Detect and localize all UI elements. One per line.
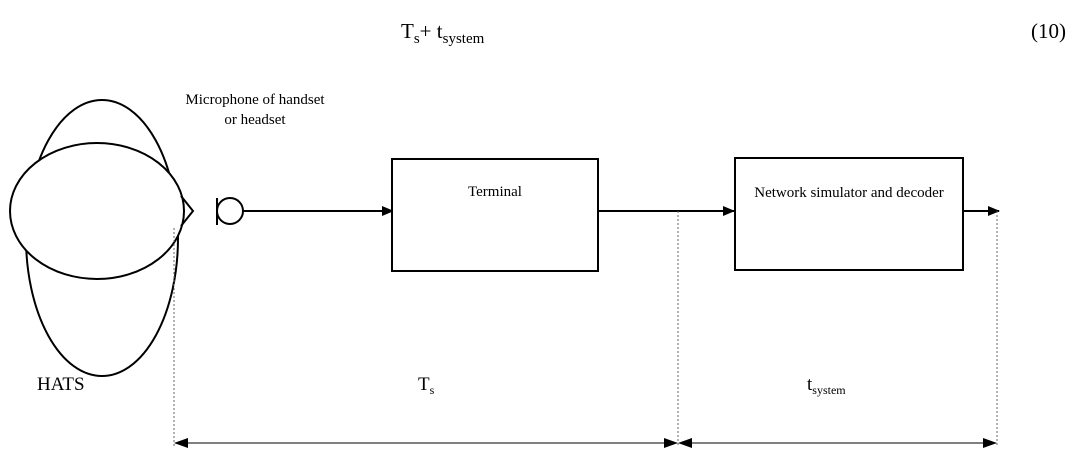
hats-label: HATS bbox=[37, 374, 85, 395]
tsystem-label-subscript: system bbox=[812, 383, 846, 397]
equation-ts-subscript: s bbox=[413, 31, 420, 47]
equation-number: (10) bbox=[1031, 19, 1066, 43]
ts-label-main: T bbox=[418, 374, 430, 395]
microphone-icon bbox=[216, 197, 244, 225]
tsystem-label-main: t bbox=[807, 374, 813, 395]
tsystem-label: tsystem bbox=[807, 374, 846, 398]
network-simulator-box bbox=[734, 157, 964, 271]
network-simulator-label: Network simulator and decoder bbox=[754, 185, 944, 201]
hats-head-icon bbox=[9, 99, 195, 377]
terminal-box bbox=[391, 158, 599, 272]
equation-plus-t: + t bbox=[419, 19, 443, 43]
equation-ts: T bbox=[401, 19, 414, 43]
equation-system-subscript: system bbox=[442, 31, 485, 47]
ts-label: Ts bbox=[418, 374, 434, 398]
ts-label-subscript: s bbox=[429, 383, 435, 397]
terminal-label: Terminal bbox=[468, 184, 522, 200]
reference-lines bbox=[173, 211, 998, 446]
equation: Ts+ tsystem bbox=[401, 19, 484, 48]
microphone-label: Microphone of handset or headset bbox=[185, 92, 325, 128]
